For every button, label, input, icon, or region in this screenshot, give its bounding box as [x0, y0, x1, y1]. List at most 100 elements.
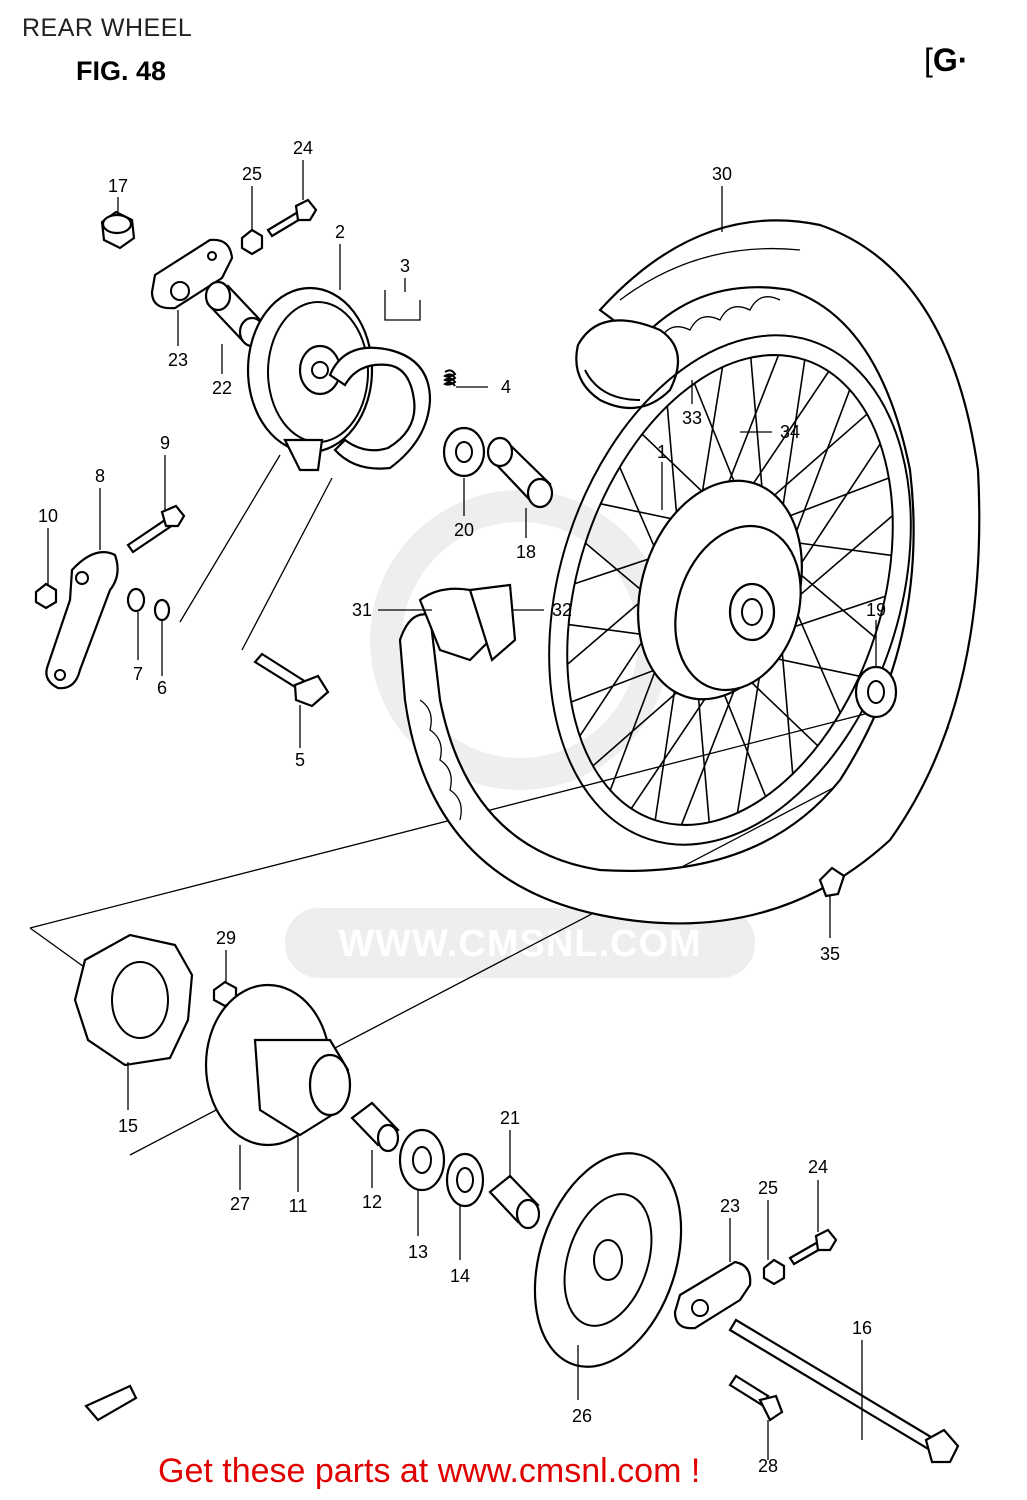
part-1-hub [637, 479, 803, 701]
part-25-nut-top [240, 228, 264, 256]
part-18-spacer [486, 436, 554, 509]
spoke [739, 671, 819, 747]
part-7-washer [126, 587, 146, 613]
callout-25-bottom: 25 [758, 1178, 778, 1198]
callout-33: 33 [682, 408, 702, 428]
callout-21: 21 [500, 1108, 520, 1128]
part-28-bolt [728, 1374, 784, 1422]
callout-13: 13 [408, 1242, 428, 1262]
callout-2: 2 [335, 222, 345, 242]
callout-24-bottom: 24 [808, 1157, 828, 1177]
spoke [790, 514, 894, 604]
part-10-nut [34, 582, 58, 610]
part-24-bolt-top [266, 198, 318, 238]
callout-7: 7 [133, 664, 143, 684]
watermark-banner [285, 908, 755, 978]
part-14-oil-seal [445, 1152, 485, 1208]
callout-22: 22 [212, 378, 232, 398]
part-13-bearing [398, 1128, 446, 1192]
spoke [740, 371, 830, 503]
callout-19: 19 [866, 600, 886, 620]
spoke [779, 477, 890, 521]
part-24-bolt-bottom [788, 1228, 838, 1266]
part-33-tube [575, 319, 680, 410]
part-25-nut-bottom [762, 1258, 786, 1286]
spoke [736, 653, 764, 813]
front-direction-arrow [84, 1384, 138, 1422]
callout-29: 29 [216, 928, 236, 948]
callout-26: 26 [572, 1406, 592, 1426]
callout-17: 17 [108, 176, 128, 196]
callout-24-top: 24 [293, 138, 313, 158]
callout-9: 9 [160, 433, 170, 453]
spoke [779, 359, 806, 522]
part-31-32-rim-band [418, 583, 517, 662]
callout-5: 5 [295, 750, 305, 770]
spoke [794, 569, 876, 638]
watermark-text: WWW.CMSNL.COM [338, 923, 701, 965]
part-8-torque-arm [45, 551, 119, 690]
part-15-damper [73, 933, 194, 1067]
part-23-chain-adjuster-top [150, 238, 234, 310]
callout-14: 14 [450, 1266, 470, 1286]
part-21-spacer [488, 1174, 541, 1230]
callout-10: 10 [38, 506, 58, 526]
spoke [778, 595, 886, 633]
spoke [761, 413, 868, 507]
group-tag: [G· [924, 42, 968, 79]
part-2-brake-panel [246, 286, 374, 472]
group-tag-letter: G [932, 42, 958, 78]
part-26-sprocket [533, 1152, 683, 1368]
figure-number: FIG. 48 [76, 56, 167, 86]
spoke [790, 389, 851, 545]
callout-30: 30 [712, 164, 732, 184]
part-9-bolt [126, 504, 186, 554]
callout-25-top: 25 [242, 164, 262, 184]
part-12-spacer [350, 1101, 400, 1153]
callout-34: 34 [780, 422, 800, 442]
part-3-brake-shoes [328, 290, 432, 470]
part-30-tire [398, 219, 981, 925]
callout-28: 28 [758, 1456, 778, 1476]
diagram-title: REAR WHEEL [22, 14, 193, 42]
footer-link[interactable]: Get these parts at www.cmsnl.com ! [158, 1452, 701, 1490]
part-17-nut [100, 210, 136, 250]
part-5-brake-cam [253, 652, 330, 708]
callout-23-top: 23 [168, 350, 188, 370]
callout-27: 27 [230, 1194, 250, 1214]
callout-23-bottom: 23 [720, 1196, 740, 1216]
callout-31: 31 [352, 600, 372, 620]
group-tag-bracket: [ [924, 42, 933, 78]
part-23-chain-adjuster-bottom [673, 1260, 752, 1330]
part-35-valve-cap [818, 866, 846, 898]
part-4-spring [443, 369, 457, 387]
spoke [790, 600, 842, 714]
callout-8: 8 [95, 466, 105, 486]
part-20-bearing [442, 426, 486, 478]
callout-20: 20 [454, 520, 474, 540]
part-16-axle [728, 1318, 960, 1464]
callout-18: 18 [516, 542, 536, 562]
callout-35: 35 [820, 944, 840, 964]
callout-15: 15 [118, 1116, 138, 1136]
part-27-sprocket-carrier [204, 983, 352, 1147]
callout-leaders [47, 160, 877, 1460]
assembly-leaders [179, 454, 333, 651]
part-22-spacer [204, 280, 266, 348]
callout-12: 12 [362, 1192, 382, 1212]
spoke [790, 541, 892, 557]
part-6-washer [153, 598, 171, 622]
callout-32: 32 [552, 600, 572, 620]
spoke [794, 443, 881, 573]
callout-6: 6 [157, 678, 167, 698]
group-tag-dot: · [957, 42, 969, 78]
callout-1: 1 [657, 442, 667, 462]
spoke [716, 677, 767, 797]
callout-labels: 17 25 24 2 3 4 9 8 10 7 6 5 23 22 20 18 … [38, 138, 886, 1476]
part-19-bearing [854, 665, 898, 719]
callout-16: 16 [852, 1318, 872, 1338]
callout-4: 4 [501, 377, 511, 397]
spoke [680, 670, 743, 826]
